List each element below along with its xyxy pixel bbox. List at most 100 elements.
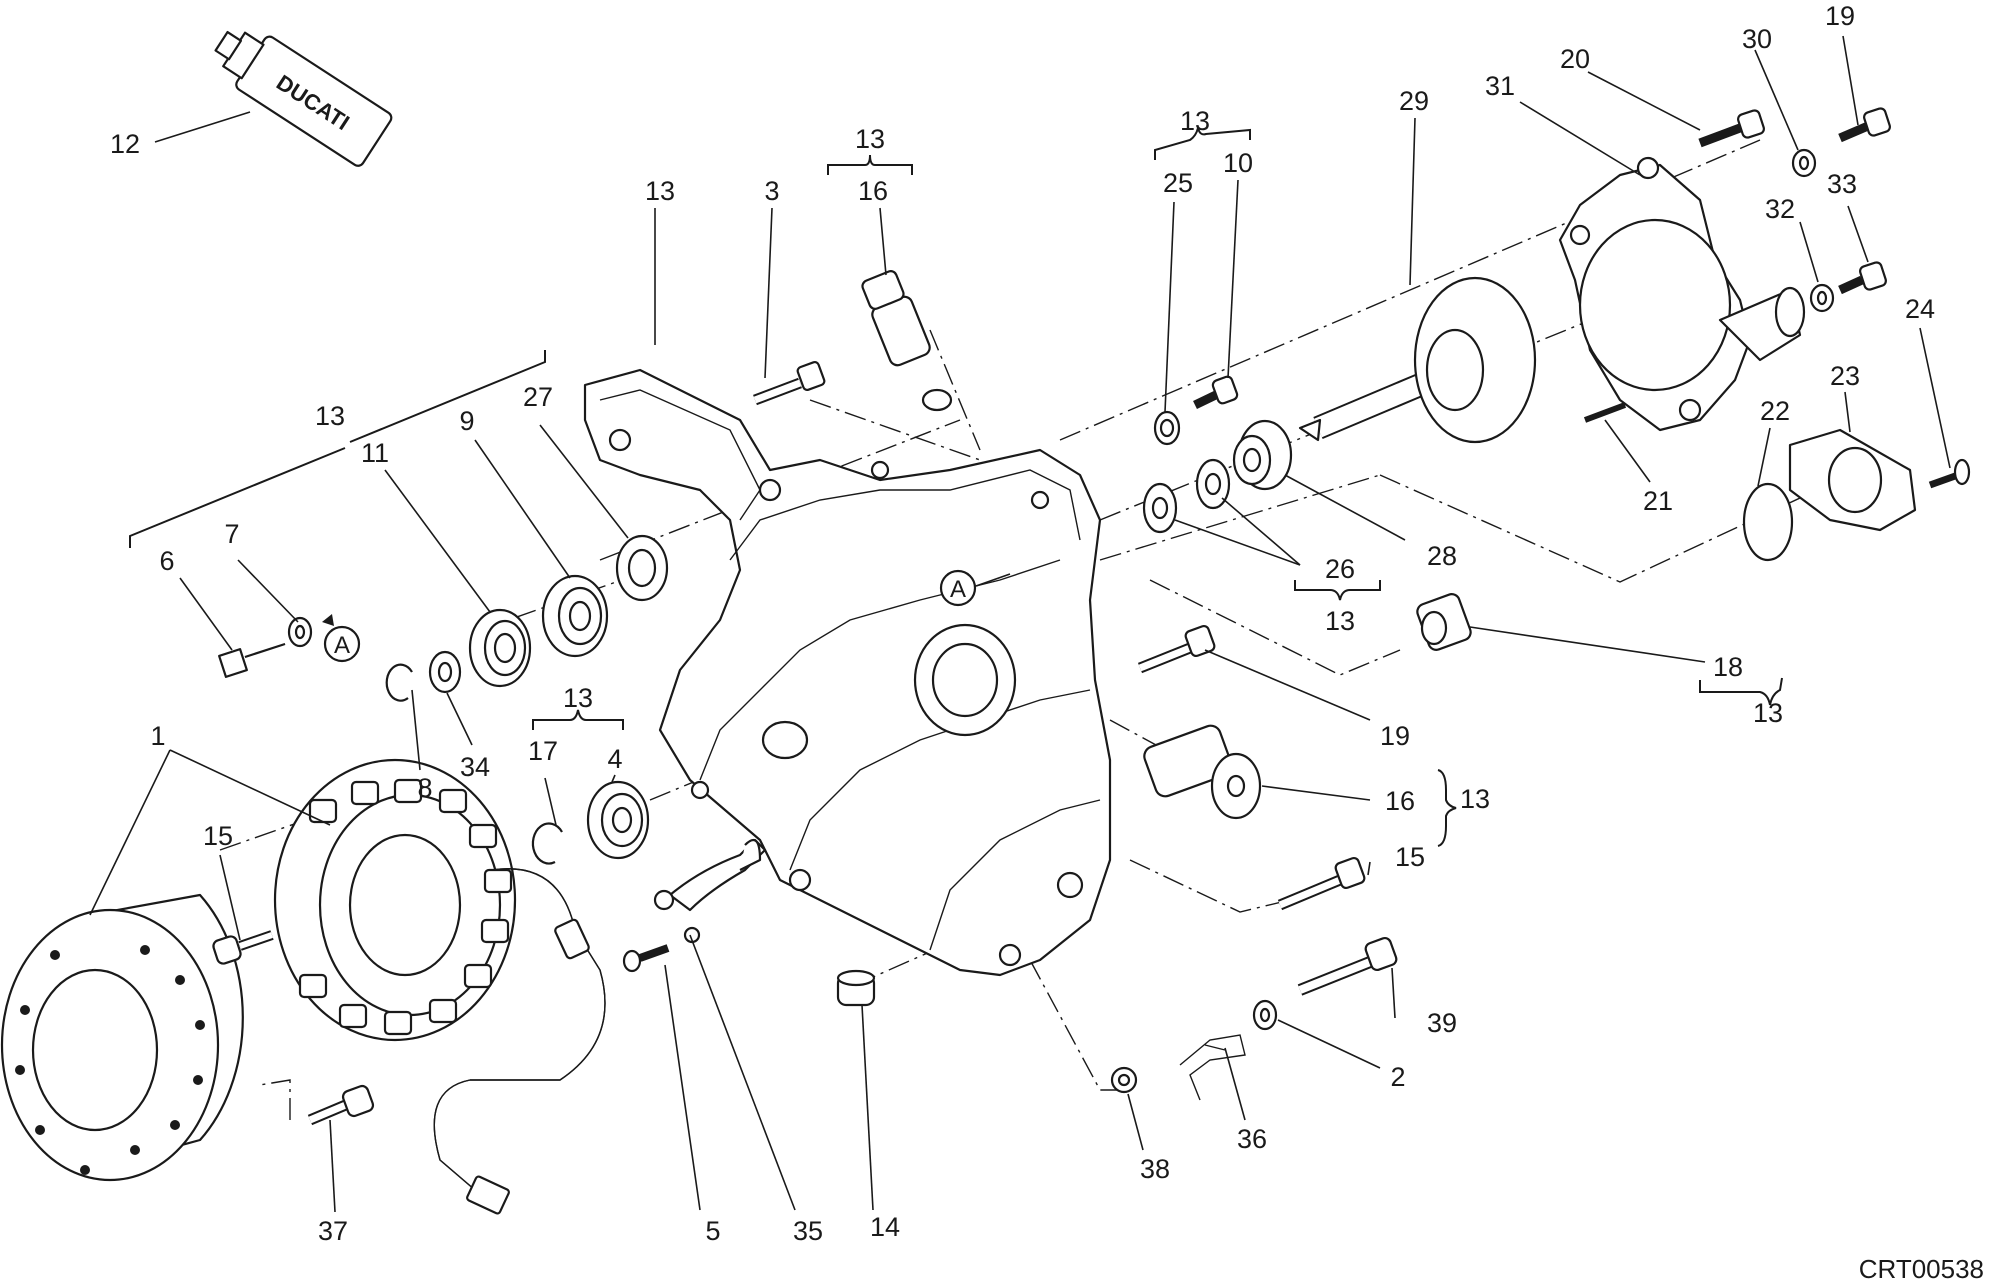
grommet-38-part bbox=[1110, 1066, 1138, 1094]
rotor-flywheel-part bbox=[0, 893, 244, 1182]
seal-25-part bbox=[1153, 410, 1181, 446]
callout-13-pair: 13 bbox=[1180, 106, 1210, 136]
seal-28-part bbox=[1232, 419, 1293, 491]
washer-7-part bbox=[287, 616, 313, 648]
callout-39: 39 bbox=[1427, 1008, 1457, 1038]
oring-22-part bbox=[1742, 482, 1794, 562]
callout-5: 5 bbox=[705, 1216, 720, 1246]
washers-26-part bbox=[1142, 458, 1231, 534]
callout-15-right: 15 bbox=[1395, 842, 1425, 872]
callout-1: 1 bbox=[150, 721, 165, 751]
screw-39-part bbox=[1297, 936, 1398, 996]
drawing-code: CRT00538 bbox=[1859, 1254, 1984, 1284]
bearing-9-part bbox=[541, 574, 609, 658]
screw-24-part bbox=[1928, 458, 1971, 489]
callout-labels: 1 2 3 4 5 6 7 8 9 10 11 12 13 13 13 13 1… bbox=[110, 1, 1935, 1246]
bush-18-part bbox=[1416, 593, 1472, 651]
ref-mark-a-screw-label: A bbox=[334, 632, 350, 659]
ref-mark-a-cover-label: A bbox=[950, 576, 966, 603]
bracket-35-part bbox=[653, 838, 767, 944]
screw-20-part bbox=[1698, 109, 1765, 148]
washer-2-part bbox=[1252, 999, 1278, 1031]
callout-4: 4 bbox=[607, 744, 622, 774]
callout-13-left: 13 bbox=[645, 176, 675, 206]
screw-37-part bbox=[307, 1084, 375, 1126]
ref-mark-a-cover: A bbox=[939, 569, 1011, 607]
seal-27-part bbox=[615, 534, 669, 602]
screw-3-part bbox=[753, 360, 826, 406]
circlip-8-part bbox=[385, 663, 413, 702]
callout-8: 8 bbox=[417, 773, 432, 803]
screw-15-left-part bbox=[212, 930, 274, 965]
callout-19-mid: 19 bbox=[1380, 721, 1410, 751]
callout-34: 34 bbox=[460, 752, 490, 782]
callout-32: 32 bbox=[1765, 194, 1795, 224]
callout-30: 30 bbox=[1742, 24, 1772, 54]
screw-10-part bbox=[1193, 375, 1239, 410]
callout-38: 38 bbox=[1140, 1154, 1170, 1184]
callout-9: 9 bbox=[459, 406, 474, 436]
callout-21: 21 bbox=[1643, 486, 1673, 516]
screw-5-part bbox=[622, 944, 670, 973]
circlip-17-part bbox=[531, 822, 563, 865]
callout-11: 11 bbox=[361, 438, 389, 468]
callout-28: 28 bbox=[1427, 541, 1457, 571]
callout-7: 7 bbox=[224, 519, 239, 549]
washer-34-part bbox=[428, 650, 462, 694]
callout-12: 12 bbox=[110, 129, 140, 159]
main-cover-casting bbox=[583, 368, 1112, 977]
callout-13-group16: 13 bbox=[1460, 784, 1490, 814]
stator-wire-harness bbox=[433, 868, 606, 1215]
callout-13-group4: 13 bbox=[563, 683, 593, 713]
callout-13-group18: 13 bbox=[1753, 698, 1783, 728]
callout-20: 20 bbox=[1560, 44, 1590, 74]
screw-19-mid-part bbox=[1137, 624, 1216, 674]
bush-14-part bbox=[836, 969, 876, 1007]
callout-36: 36 bbox=[1237, 1124, 1267, 1154]
callout-24: 24 bbox=[1905, 294, 1935, 324]
callout-37: 37 bbox=[318, 1216, 348, 1246]
group-braces bbox=[129, 127, 1783, 847]
flange-23-part bbox=[1788, 428, 1917, 532]
callout-33: 33 bbox=[1827, 169, 1857, 199]
callout-27: 27 bbox=[523, 382, 553, 412]
grease-tube-part: DUCATI bbox=[214, 30, 393, 167]
washer-32-part bbox=[1809, 283, 1835, 313]
callout-18: 18 bbox=[1713, 652, 1743, 682]
callout-16-right: 16 bbox=[1385, 786, 1415, 816]
callout-31: 31 bbox=[1485, 71, 1515, 101]
callout-13-group26: 13 bbox=[1325, 606, 1355, 636]
bearing-4-part bbox=[586, 780, 650, 860]
fitting-16-top-part bbox=[861, 270, 953, 412]
callout-10: 10 bbox=[1223, 148, 1253, 178]
screw-33-part bbox=[1838, 261, 1887, 295]
callout-25: 25 bbox=[1163, 168, 1193, 198]
screw-6-part bbox=[218, 642, 286, 678]
impeller-shaft-29-part bbox=[1298, 276, 1537, 444]
clip-36-part bbox=[1179, 1034, 1246, 1101]
screw-15-right-part bbox=[1277, 856, 1366, 911]
stator-part bbox=[273, 758, 517, 1042]
washer-30-part bbox=[1791, 148, 1817, 178]
callout-35: 35 bbox=[793, 1216, 823, 1246]
bearing-11-part bbox=[468, 608, 532, 688]
callout-22: 22 bbox=[1760, 396, 1790, 426]
callout-3: 3 bbox=[764, 176, 779, 206]
callout-26: 26 bbox=[1325, 554, 1355, 584]
callout-2: 2 bbox=[1390, 1062, 1405, 1092]
leader-lines bbox=[89, 35, 1951, 1213]
callout-6: 6 bbox=[159, 546, 174, 576]
pin-21-part bbox=[1583, 402, 1627, 423]
callout-13-top16: 13 bbox=[855, 124, 885, 154]
callout-23: 23 bbox=[1830, 361, 1860, 391]
callout-29: 29 bbox=[1399, 86, 1429, 116]
callout-16-top: 16 bbox=[858, 176, 888, 206]
pump-cover-31-part bbox=[1558, 156, 1806, 432]
callout-14: 14 bbox=[870, 1212, 900, 1242]
callout-15-left: 15 bbox=[203, 821, 233, 851]
fitting-16-right-part bbox=[1143, 724, 1262, 820]
callout-19-top: 19 bbox=[1825, 1, 1855, 31]
ref-mark-a-screw: A bbox=[322, 614, 361, 663]
callout-17: 17 bbox=[528, 736, 558, 766]
